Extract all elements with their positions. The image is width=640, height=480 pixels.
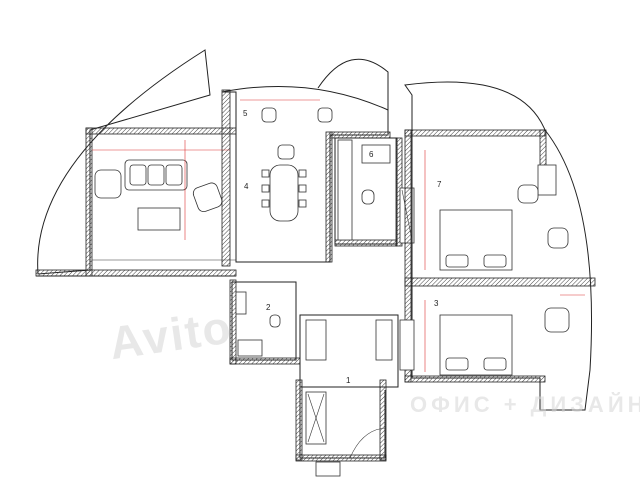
room-6-block (334, 137, 415, 247)
left-wing (35, 49, 237, 277)
room-label-1: 1 (346, 376, 351, 385)
room-label-6: 6 (369, 150, 374, 159)
room-numbers: 1 2 3 4 5 6 7 (243, 109, 442, 385)
central-zone (221, 58, 391, 267)
watermark-sub: ОФИС + ДИЗАЙН (410, 392, 640, 417)
lower-zone (229, 279, 399, 477)
room-label-7: 7 (437, 180, 442, 189)
room-label-5: 5 (243, 109, 248, 118)
room-label-3: 3 (434, 299, 439, 308)
living-furniture (92, 140, 230, 240)
room-label-4: 4 (244, 182, 249, 191)
watermark-brand: Avito (106, 300, 235, 369)
room-label-2: 2 (266, 303, 271, 312)
right-wing (399, 81, 596, 411)
